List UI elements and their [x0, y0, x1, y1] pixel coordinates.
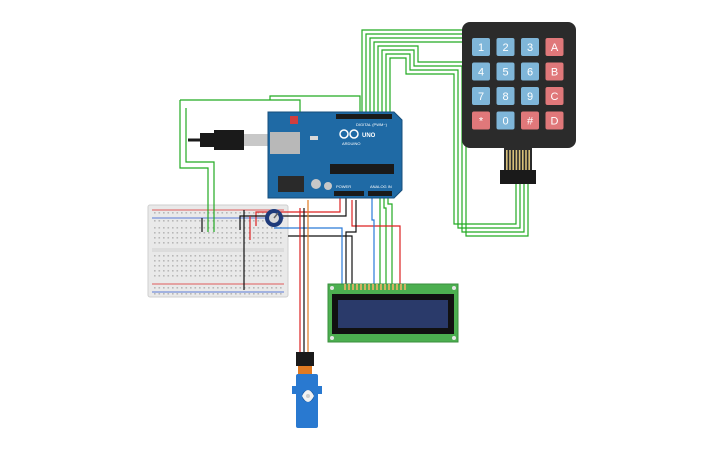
- usb-port: [270, 132, 300, 154]
- keypad-key-label: C: [551, 91, 559, 103]
- arduino-uno-board: UNO ARDUINO DIGITAL (PWM~) POWER ANALOG …: [267, 111, 403, 199]
- keypad-wire: [377, 45, 529, 237]
- keypad-key[interactable]: 6: [521, 62, 539, 81]
- digital-label: DIGITAL (PWM~): [356, 122, 388, 127]
- servo-motor: [292, 352, 322, 428]
- keypad-key-label: B: [551, 67, 558, 79]
- breadboard-wire: [179, 100, 209, 232]
- keypad-key[interactable]: 8: [496, 87, 515, 105]
- keypad-key-label: *: [479, 116, 484, 128]
- lcd-16x2: [327, 283, 459, 343]
- keypad-key-label: 9: [527, 91, 533, 103]
- lcd-contrast-wire: [274, 227, 343, 285]
- board-model-label: UNO: [362, 133, 376, 139]
- lcd-power-wire: [351, 200, 401, 285]
- lcd-pins: [344, 284, 406, 290]
- lcd-rs-wire: [371, 196, 375, 285]
- keypad-key[interactable]: B: [545, 62, 564, 81]
- board-brand-label: ARDUINO: [342, 141, 360, 146]
- breadboard-holes: [154, 212, 282, 295]
- keypad-key-label: 8: [502, 91, 508, 103]
- ground-wire: [239, 196, 347, 230]
- keypad-wire: [389, 57, 517, 225]
- keypad-key[interactable]: 9: [521, 87, 539, 105]
- keypad-key[interactable]: 7: [472, 87, 490, 105]
- analog-header: [368, 191, 392, 196]
- keypad-key[interactable]: *: [472, 111, 490, 130]
- lcd-wire: [383, 196, 387, 285]
- keypad-key-label: 4: [478, 67, 484, 79]
- digital-header: [336, 114, 392, 119]
- keypad-key-label: 2: [502, 42, 508, 54]
- keypad-key[interactable]: 4: [472, 62, 490, 81]
- keypad-key-label: D: [551, 116, 559, 128]
- keypad-key[interactable]: 3: [521, 38, 539, 56]
- keypad-4x4: 1 2 3 A 4 5 6 B 7 8 9 C * 0 # D: [462, 22, 576, 184]
- lcd-wire: [387, 196, 393, 285]
- keypad-key[interactable]: C: [545, 87, 564, 105]
- lcd-screen: [338, 300, 448, 328]
- keypad-key[interactable]: A: [545, 38, 564, 56]
- atmega-chip: [330, 164, 394, 174]
- keypad-key[interactable]: 1: [472, 38, 490, 56]
- keypad-key[interactable]: D: [545, 111, 564, 130]
- breadboard-wire: [269, 95, 361, 118]
- keypad-key-label: 5: [502, 67, 508, 79]
- breadboard: [147, 204, 289, 298]
- power-wire: [255, 196, 341, 226]
- keypad-key-label: A: [551, 42, 559, 54]
- usb-cable: [188, 130, 272, 150]
- keypad-pins: [506, 150, 530, 172]
- keypad-key-label: 6: [527, 67, 533, 79]
- keypad-key-label: 0: [502, 116, 508, 128]
- keypad-key[interactable]: 2: [496, 38, 515, 56]
- keypad-key[interactable]: 0: [496, 111, 515, 130]
- potentiometer[interactable]: [265, 209, 283, 227]
- keypad-key-label: 1: [478, 42, 484, 54]
- analog-label: ANALOG IN: [370, 184, 392, 189]
- power-header: [334, 191, 364, 196]
- power-label: POWER: [336, 184, 351, 189]
- keypad-key-label: 7: [478, 91, 484, 103]
- keypad-wire: [381, 49, 525, 233]
- reset-button[interactable]: [290, 116, 298, 124]
- lcd-ground-wire: [345, 200, 357, 285]
- breadboard-wire: [185, 108, 215, 232]
- keypad-key[interactable]: #: [521, 111, 539, 130]
- power-jack: [278, 176, 304, 192]
- pot-wire: [288, 235, 353, 285]
- keypad-key-label: 3: [527, 42, 533, 54]
- keypad-key-label: #: [527, 116, 534, 128]
- keypad-key[interactable]: 5: [496, 62, 515, 81]
- keypad-wire: [385, 53, 521, 229]
